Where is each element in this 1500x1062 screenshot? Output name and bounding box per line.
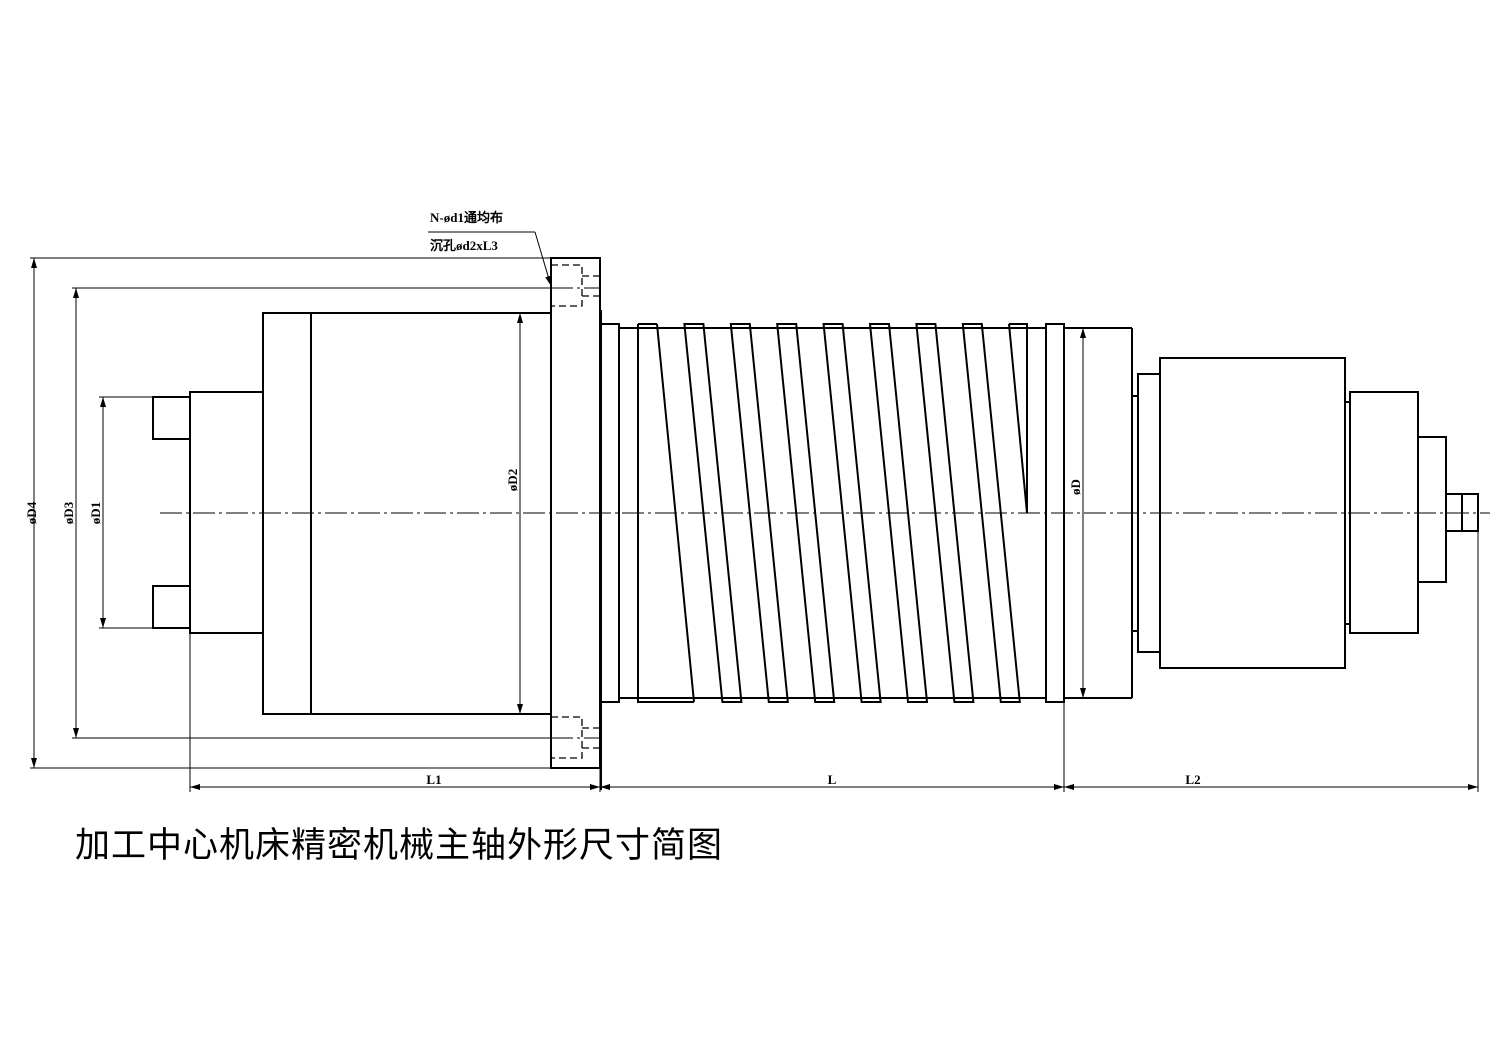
dimension-lines [30, 231, 1479, 792]
thread-crest [776, 323, 836, 703]
thread-crest [683, 323, 743, 703]
thread-crest [822, 323, 882, 703]
dim-label-d2: øD2 [505, 469, 520, 491]
thread-crest [868, 323, 929, 703]
threaded-body [600, 310, 1133, 790]
annotation-hole-count: N-ød1通均布 [430, 210, 503, 225]
thread-crest [915, 323, 975, 703]
thread-crest [961, 323, 1021, 703]
thread-crest [729, 323, 789, 703]
front-nose [1131, 357, 1479, 669]
dim-label-d4: øD4 [24, 501, 39, 524]
drawing-title: 加工中心机床精密机械主轴外形尺寸简图 [75, 826, 724, 866]
dim-label-l1: L1 [426, 772, 441, 787]
dim-label-l2: L2 [1185, 772, 1200, 787]
dim-label-d1: øD1 [88, 502, 103, 524]
dim-label-l: L [828, 772, 837, 787]
annotation-counterbore: 沉孔ød2xL3 [430, 238, 498, 253]
dim-label-d3: øD3 [61, 501, 76, 524]
dim-label-d: øD [1068, 479, 1083, 495]
